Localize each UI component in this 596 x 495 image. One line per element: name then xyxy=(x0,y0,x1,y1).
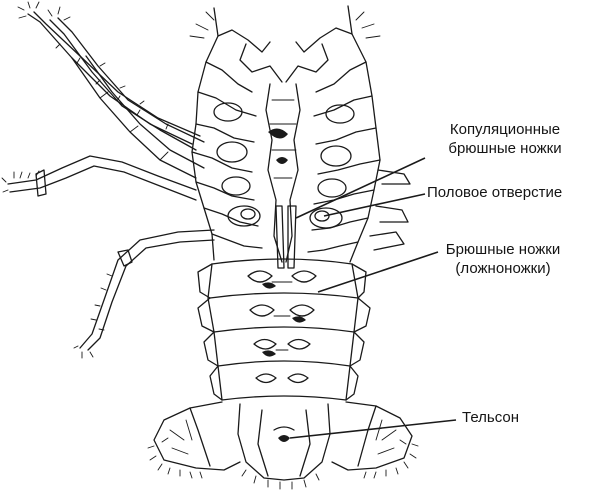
label-genital-line1: Половое отверстие xyxy=(427,183,587,202)
cephalothorax xyxy=(190,6,380,268)
antenna-left-2 xyxy=(48,7,204,150)
label-swimmerets: Брюшные ножки (ложноножки) xyxy=(428,240,578,278)
walking-leg-left-3 xyxy=(72,56,204,178)
tail-fan xyxy=(148,402,418,489)
leader-telson xyxy=(290,420,456,438)
abdomen xyxy=(198,259,370,400)
leader-swimmerets xyxy=(318,252,438,292)
label-swimmerets-line2: (ложноножки) xyxy=(428,259,578,278)
walking-leg-left-1 xyxy=(2,156,196,200)
label-telson: Тельсон xyxy=(462,408,542,427)
label-copulatory-line2: брюшные ножки xyxy=(425,139,585,158)
antenna-left xyxy=(18,2,200,144)
label-copulatory-line1: Копуляционные xyxy=(425,120,585,139)
walking-leg-left-2 xyxy=(74,230,214,358)
label-copulatory-pleopods: Копуляционные брюшные ножки xyxy=(425,120,585,158)
label-swimmerets-line1: Брюшные ножки xyxy=(428,240,578,259)
label-telson-line1: Тельсон xyxy=(462,408,542,427)
leader-copulatory xyxy=(296,158,425,218)
label-genital-opening: Половое отверстие xyxy=(427,183,587,202)
